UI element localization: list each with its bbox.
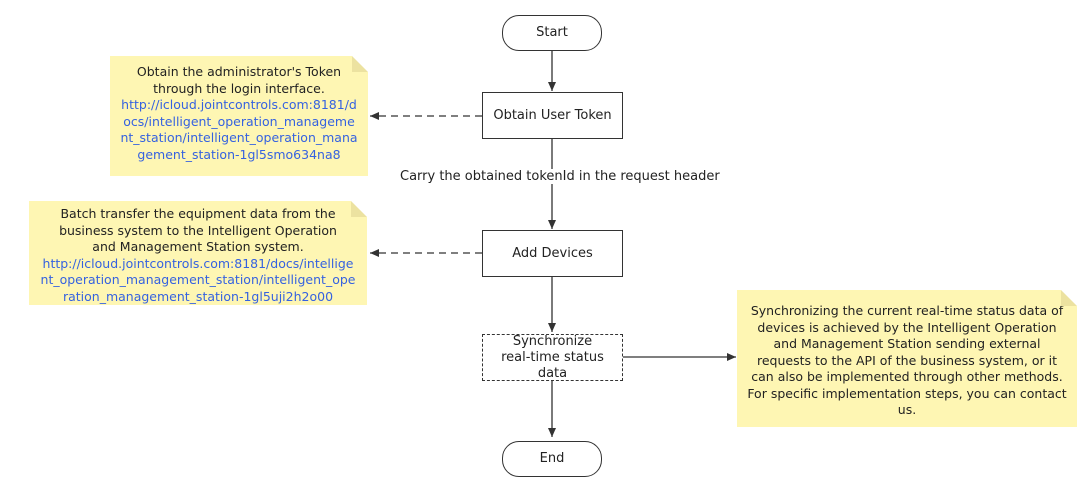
note-fold-corner bbox=[352, 56, 368, 72]
token-note-link[interactable]: http://icloud.jointcontrols.com:8181/doc… bbox=[120, 97, 358, 162]
sync-note-text: Synchronizing the current real-time stat… bbox=[747, 303, 1067, 417]
start-label: Start bbox=[536, 25, 568, 40]
end-node: End bbox=[502, 441, 602, 477]
obtain-token-label: Obtain User Token bbox=[493, 107, 612, 123]
add-devices-label: Add Devices bbox=[512, 245, 593, 261]
sync-note: Synchronizing the current real-time stat… bbox=[737, 290, 1077, 427]
obtain-token-node: Obtain User Token bbox=[482, 92, 623, 139]
note-fold-corner bbox=[1061, 290, 1077, 306]
devices-note-link[interactable]: http://icloud.jointcontrols.com:8181/doc… bbox=[40, 255, 356, 304]
end-label: End bbox=[539, 451, 565, 466]
token-note-text: Obtain the administrator's Token through… bbox=[136, 64, 342, 96]
synchronize-label: Synchronize real-time status data bbox=[501, 333, 604, 381]
devices-note-text: Batch transfer the equipment data from t… bbox=[59, 206, 337, 254]
add-devices-node: Add Devices bbox=[482, 230, 623, 277]
devices-note: Batch transfer the equipment data from t… bbox=[29, 201, 367, 305]
token-note: Obtain the administrator's Token through… bbox=[110, 56, 368, 176]
synchronize-node: Synchronize real-time status data bbox=[482, 334, 623, 381]
start-node: Start bbox=[502, 15, 602, 51]
note-fold-corner bbox=[351, 201, 367, 217]
carry-token-label: Carry the obtained tokenId in the reques… bbox=[398, 169, 722, 184]
